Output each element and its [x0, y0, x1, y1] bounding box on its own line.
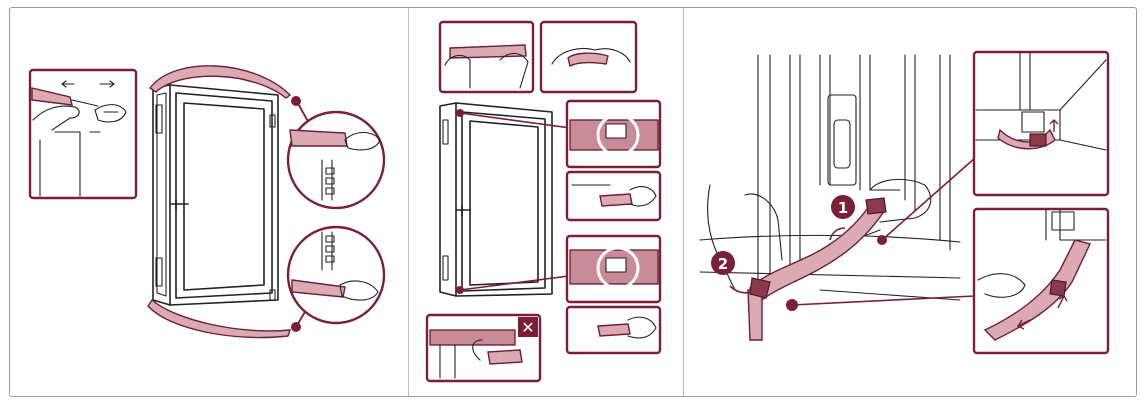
- incorrect-mark: ✕: [521, 318, 534, 337]
- hinge-callout-top: [286, 96, 386, 210]
- instruction-frame: [9, 7, 1137, 397]
- inset-tighten-strap: [972, 207, 1110, 355]
- panel-2-attach-strap: ✕: [425, 20, 662, 383]
- panel-1-remove-strap: [28, 65, 386, 339]
- panel-divider-1: [408, 8, 409, 396]
- inset-top-clip: [565, 170, 662, 222]
- step-2-number: 2: [718, 255, 728, 273]
- inset-bottom-bracket: [565, 234, 662, 304]
- inset-pull-strap: [28, 68, 138, 200]
- inset-fold-strap: [539, 20, 638, 94]
- panel-divider-2: [683, 8, 684, 396]
- step-1-badge: 1: [831, 195, 855, 219]
- step-1-arrow: [829, 227, 846, 241]
- inset-hold-strap: [438, 20, 535, 94]
- incorrect-badge: [518, 317, 538, 337]
- panel-3-fasten-strap: 1 2: [699, 50, 1110, 355]
- step-1-number: 1: [838, 199, 848, 217]
- right-hand: [869, 178, 932, 223]
- door-illustration: [147, 65, 292, 339]
- step-2-arrow: [729, 285, 751, 294]
- step-2-badge: 2: [711, 251, 735, 275]
- hinge-callout-bottom: [286, 225, 386, 332]
- door-illustration-2: [439, 102, 601, 297]
- inset-incorrect-example: ✕: [425, 313, 542, 383]
- inset-buckle-detail: [972, 50, 1110, 197]
- inset-top-bracket: [565, 99, 662, 169]
- inset-bottom-clip: [565, 305, 662, 355]
